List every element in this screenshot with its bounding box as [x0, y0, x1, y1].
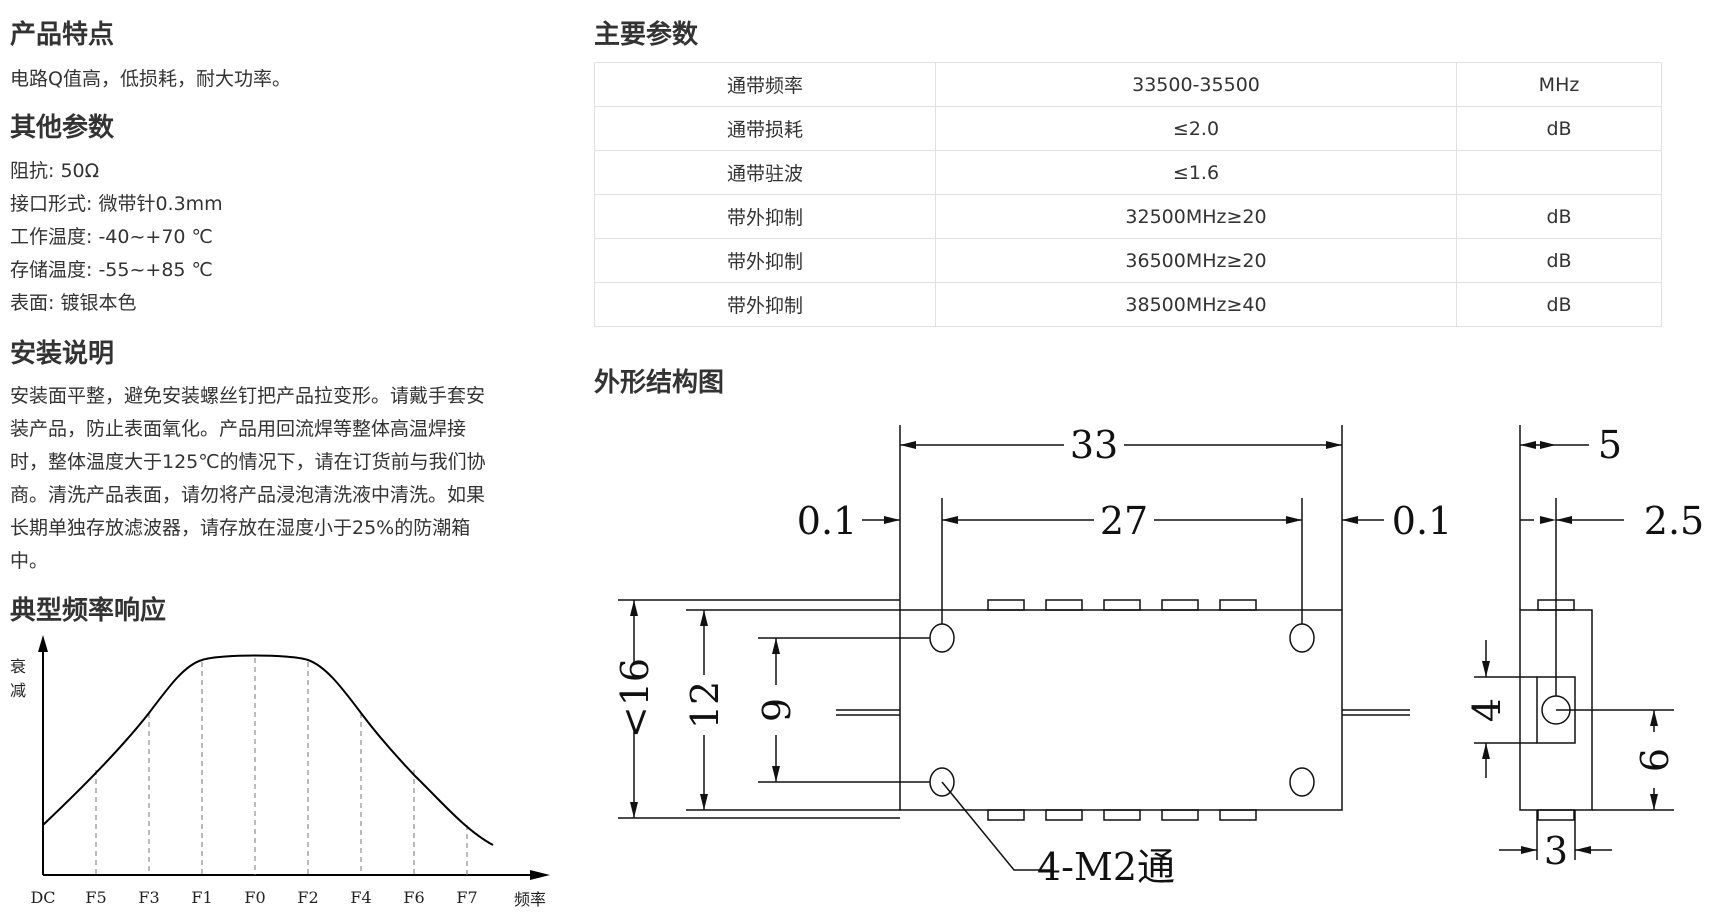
- other-item: 存储温度: -55~+85 ℃: [10, 259, 213, 281]
- tuning-screw: [987, 809, 1025, 821]
- tuning-screw: [1161, 599, 1199, 611]
- filter-body: [899, 609, 1343, 811]
- other-item: 接口形式: 微带针0.3mm: [10, 193, 223, 215]
- x-axis-label: 频率: [514, 890, 546, 909]
- tick-label: F3: [138, 888, 159, 907]
- table-row: 通带频率 33500-35500 MHz: [594, 62, 1662, 107]
- tuning-screw: [1161, 809, 1199, 821]
- dim-33: 33: [1070, 423, 1118, 467]
- table-row: 带外抑制 32500MHz≥20 dB: [594, 194, 1662, 239]
- dim-9: 9: [755, 698, 799, 722]
- features-title: 产品特点: [10, 20, 115, 50]
- other-item: 工作温度: -40~+70 ℃: [10, 226, 213, 248]
- tuning-screw: [1219, 809, 1257, 821]
- tick-label: F7: [456, 888, 477, 907]
- param-value: ≤1.6: [935, 150, 1457, 195]
- param-unit: dB: [1456, 282, 1662, 327]
- dim-0-1-right: 0.1: [1392, 499, 1452, 543]
- drawing-title: 外形结构图: [594, 368, 725, 398]
- tick-label: F1: [191, 888, 212, 907]
- install-line: 时，整体温度大于125℃的情况下，请在订货前与我们协: [10, 451, 486, 473]
- x-axis-arrow: [530, 870, 550, 880]
- tuning-screw: [1537, 809, 1575, 821]
- hole-label: 4-M2通: [1037, 845, 1175, 889]
- y-axis-arrow: [38, 635, 48, 652]
- dim-3: 3: [1544, 829, 1568, 873]
- tick-label: F6: [403, 888, 424, 907]
- response-curve: [42, 654, 494, 846]
- param-name: 通带损耗: [594, 106, 936, 151]
- param-unit: dB: [1456, 238, 1662, 283]
- dim-16: <16: [613, 658, 657, 738]
- params-table: 通带频率 33500-35500 MHz 通带损耗 ≤2.0 dB 通带驻波 ≤…: [594, 62, 1662, 327]
- param-value: 36500MHz≥20: [935, 238, 1457, 283]
- table-row: 通带损耗 ≤2.0 dB: [594, 106, 1662, 151]
- tuning-screw: [1103, 809, 1141, 821]
- param-value: 33500-35500: [935, 62, 1457, 107]
- tuning-screw: [1045, 809, 1083, 821]
- param-name: 通带频率: [594, 62, 936, 107]
- install-line: 装产品，防止表面氧化。产品用回流焊等整体高温焊接: [10, 418, 467, 440]
- dim-5: 5: [1598, 423, 1622, 467]
- tuning-screw: [1219, 599, 1257, 611]
- param-unit: dB: [1456, 106, 1662, 151]
- param-value: ≤2.0: [935, 106, 1457, 151]
- tick-label: F2: [297, 888, 318, 907]
- install-line: 中。: [10, 550, 49, 572]
- y-label-1: 衰: [10, 657, 26, 676]
- dim-4: 4: [1465, 698, 1509, 722]
- frequency-response-diagram: 衰 减 DC F5 F3 F1 F0 F2 F4 F6 F7 频率: [10, 635, 550, 909]
- tick-label: F4: [350, 888, 371, 907]
- dim-0-1-left: 0.1: [797, 499, 857, 543]
- other-item: 表面: 镀银本色: [10, 292, 137, 314]
- tick-label: F5: [85, 888, 106, 907]
- mounting-hole: [1289, 767, 1315, 797]
- table-row: 带外抑制 36500MHz≥20 dB: [594, 238, 1662, 283]
- install-line: 安装面平整，避免安装螺丝钉把产品拉变形。请戴手套安: [10, 385, 486, 407]
- mounting-hole: [929, 623, 955, 653]
- response-title: 典型频率响应: [10, 596, 167, 626]
- param-name: 通带驻波: [594, 150, 936, 195]
- param-unit: [1456, 150, 1662, 195]
- tick-label: F0: [244, 888, 265, 907]
- table-row: 带外抑制 38500MHz≥40 dB: [594, 282, 1662, 327]
- tuning-screw: [1103, 599, 1141, 611]
- param-unit: MHz: [1456, 62, 1662, 107]
- install-line: 商。清洗产品表面，请勿将产品浸泡清洗液中清洗。如果: [10, 484, 486, 506]
- param-unit: dB: [1456, 194, 1662, 239]
- features-text: 电路Q值高，低损耗，耐大功率。: [10, 68, 291, 90]
- table-row: 通带驻波 ≤1.6: [594, 150, 1662, 195]
- tick-label: DC: [30, 888, 55, 907]
- dim-6: 6: [1633, 748, 1677, 772]
- param-value: 38500MHz≥40: [935, 282, 1457, 327]
- param-name: 带外抑制: [594, 238, 936, 283]
- install-title: 安装说明: [10, 339, 115, 369]
- outline-drawing: 33 27 0.1 0.1 5 2.5 3 4-M2通 <16 12 9 4 6: [613, 423, 1704, 889]
- params-title: 主要参数: [594, 20, 699, 50]
- dim-2-5: 2.5: [1644, 499, 1704, 543]
- other-title: 其他参数: [10, 113, 115, 143]
- y-label-2: 减: [10, 681, 26, 700]
- param-name: 带外抑制: [594, 194, 936, 239]
- dim-12: 12: [683, 681, 727, 729]
- other-item: 阻抗: 50Ω: [10, 160, 100, 182]
- install-line: 长期单独存放滤波器，请存放在湿度小于25%的防潮箱: [10, 517, 471, 539]
- tuning-screw: [987, 599, 1025, 611]
- mounting-hole: [1289, 623, 1315, 653]
- tuning-screw: [1045, 599, 1083, 611]
- dim-27: 27: [1100, 499, 1148, 543]
- param-value: 32500MHz≥20: [935, 194, 1457, 239]
- param-name: 带外抑制: [594, 282, 936, 327]
